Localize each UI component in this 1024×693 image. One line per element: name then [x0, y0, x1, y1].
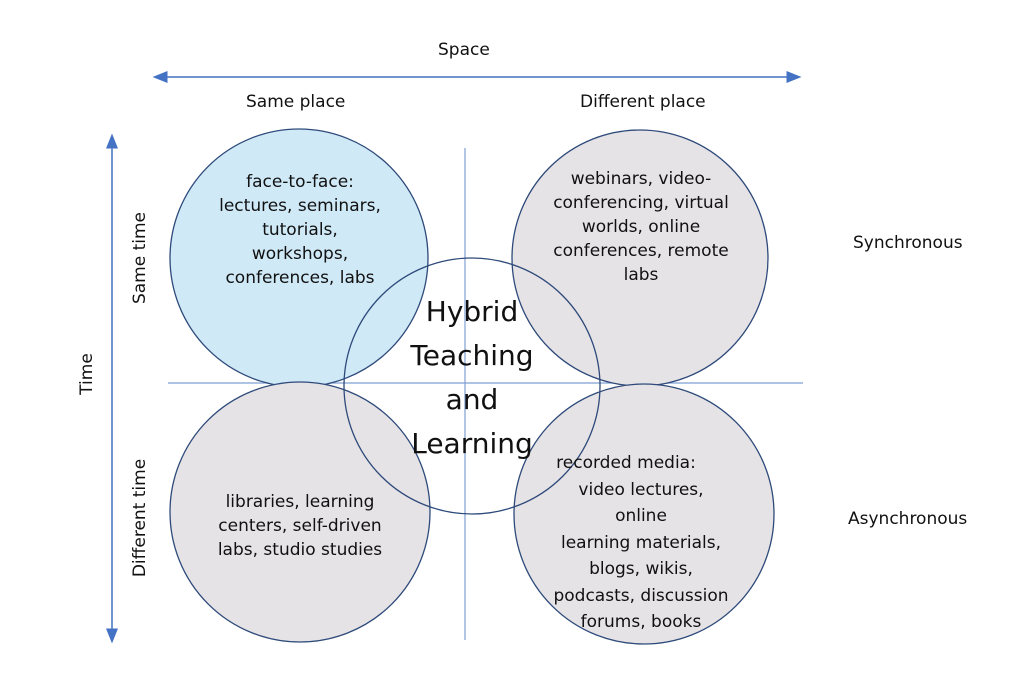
- text-line: face-to-face:: [246, 172, 354, 192]
- hybrid-title: Hybrid Teaching and Learning: [382, 290, 562, 466]
- title-line: Hybrid: [425, 295, 519, 328]
- text-line: labs: [623, 265, 659, 285]
- different-time-label: Different time: [130, 458, 150, 578]
- time-label: Time: [77, 353, 97, 395]
- text-line: forums, books: [580, 612, 702, 632]
- text-line: worlds, online: [581, 217, 701, 237]
- same-place-different-time-text: libraries, learning centers, self-driven…: [190, 490, 410, 562]
- text-line: workshops,: [251, 244, 349, 264]
- title-line: Teaching: [410, 339, 534, 372]
- space-label: Space: [438, 40, 490, 60]
- title-line: and: [445, 383, 499, 416]
- different-place-same-time-text: webinars, video- conferencing, virtual w…: [530, 167, 752, 287]
- text-line: conferencing, virtual: [553, 193, 729, 213]
- text-line: lectures, seminars,: [219, 196, 381, 216]
- text-line: webinars, video-: [570, 169, 712, 189]
- text-line: recorded media:: [556, 453, 696, 473]
- asynchronous-label: Asynchronous: [848, 509, 968, 529]
- different-place-different-time-text: recorded media: video lectures, online l…: [530, 450, 752, 636]
- same-time-label: Same time: [130, 211, 150, 305]
- text-line: centers, self-driven: [218, 516, 382, 536]
- text-line: tutorials,: [262, 220, 338, 240]
- text-line: podcasts, discussion: [553, 585, 729, 606]
- circle-different-place-different-time: [513, 383, 775, 645]
- synchronous-label: Synchronous: [853, 233, 963, 253]
- text-line: online: [615, 506, 667, 526]
- text-line: libraries, learning: [225, 492, 375, 512]
- circle-same-place-different-time: [169, 381, 431, 643]
- title-line: Learning: [411, 427, 533, 460]
- text-line: conferences, remote: [553, 241, 729, 261]
- same-place-label: Same place: [246, 92, 346, 112]
- text-line: labs, studio studies: [217, 540, 383, 560]
- text-line: learning materials,: [561, 532, 721, 553]
- circle-hybrid: [343, 257, 601, 515]
- text-line: conferences, labs: [225, 268, 375, 288]
- text-line: blogs, wikis,: [589, 559, 693, 579]
- same-place-same-time-text: face-to-face: lectures, seminars, tutori…: [190, 170, 410, 290]
- different-place-label: Different place: [580, 92, 706, 112]
- text-line: video lectures,: [578, 479, 704, 500]
